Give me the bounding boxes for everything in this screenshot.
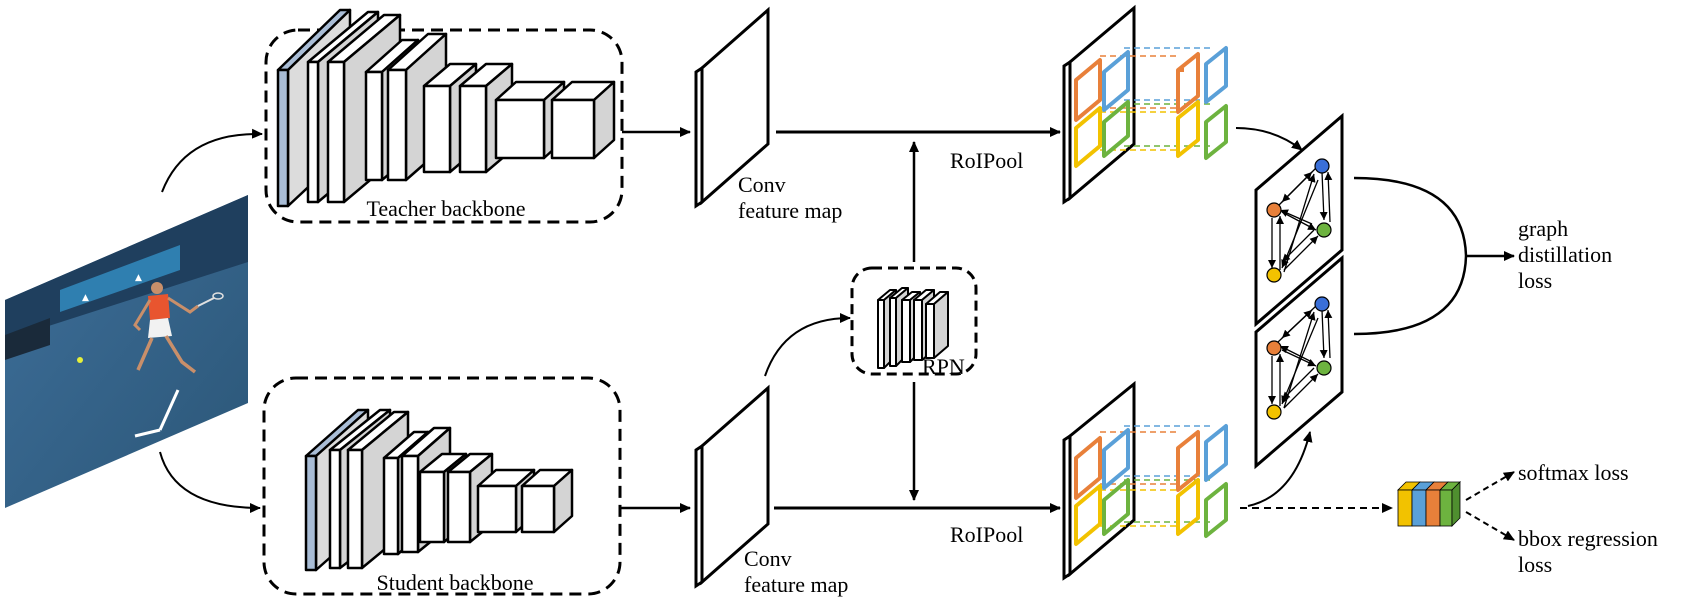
arrow-head-to-softmax	[1465, 471, 1515, 501]
arrow-head-to-bbox	[1465, 511, 1515, 541]
student-backbone: Student backbone	[262, 376, 622, 596]
student-feature-map-label: feature map	[744, 572, 848, 597]
graph-loss-label-1: graph	[1518, 216, 1568, 241]
softmax-loss-label: softmax loss	[1518, 460, 1629, 485]
teacher-feature-map-label: feature map	[738, 198, 842, 223]
teacher-graph	[1254, 112, 1344, 328]
graph-loss-label-3: loss	[1518, 268, 1552, 293]
student-backbone-box	[262, 376, 622, 596]
teacher-roipool-label: RoIPool	[950, 148, 1023, 173]
bbox-loss-label-2: loss	[1518, 552, 1552, 577]
teacher-conv-label: Conv	[738, 172, 786, 197]
input-image: ▲ ▲	[5, 195, 248, 508]
bbox-loss-label-1: bbox regression	[1518, 526, 1658, 551]
student-conv-label: Conv	[744, 546, 792, 571]
teacher-roi-features	[1062, 4, 1228, 205]
student-roi-features	[1062, 380, 1228, 581]
teacher-feature-map	[694, 6, 770, 209]
student-feature-map	[694, 384, 770, 589]
student-backbone-label: Student backbone	[376, 570, 533, 595]
teacher-backbone-label: Teacher backbone	[366, 196, 525, 221]
student-graph	[1254, 254, 1344, 470]
teacher-backbone-box	[264, 28, 624, 224]
arrow-student-roi-to-graph	[1247, 431, 1313, 507]
arrow-student-featuremap-to-rpn	[764, 313, 851, 377]
graph-loss-label-2: distillation	[1518, 242, 1612, 267]
tennis-player-photo-icon: ▲	[82, 293, 89, 303]
student-roipool-label: RoIPool	[950, 522, 1023, 547]
head-feature-vector	[1397, 481, 1461, 527]
svg-text:▲: ▲	[135, 273, 142, 283]
rpn-block: RPN	[850, 266, 978, 379]
rpn-label: RPN	[922, 354, 965, 379]
arrow-teacher-roi-to-graph	[1235, 127, 1303, 151]
teacher-backbone: Teacher backbone	[264, 8, 624, 224]
arrow-image-to-student	[159, 451, 261, 513]
arrow-image-to-teacher	[161, 128, 263, 193]
graph-merge-curve	[1353, 176, 1468, 336]
